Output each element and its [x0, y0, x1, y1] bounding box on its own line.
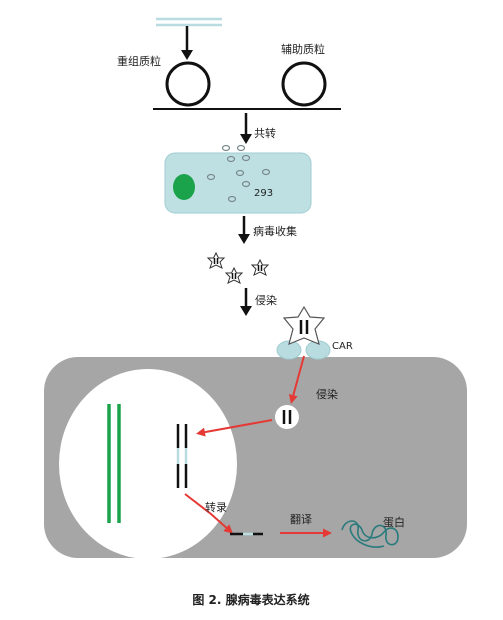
down-arrow-icon: [240, 288, 252, 316]
infection-label-1: 侵染: [255, 293, 277, 307]
down-arrow-icon: [240, 113, 252, 144]
down-arrow-icon: [181, 26, 193, 60]
star-virion-icon: [282, 305, 326, 346]
protein-coil: [341, 520, 399, 548]
recombinant-plasmid-label: 重组质粒: [117, 54, 161, 68]
star-virion-icon: [206, 251, 226, 269]
car-receptor: [276, 340, 331, 360]
helper-plasmid-label: 辅助质粒: [281, 42, 325, 56]
infection-arrow: [288, 355, 305, 404]
protein-label: 蛋白: [383, 515, 405, 529]
cell-line-label: 293: [254, 188, 273, 199]
host-chromosome: [107, 404, 121, 523]
down-arrow-icon: [238, 216, 250, 244]
host-nucleus: [59, 369, 237, 559]
recombinant-plasmid-ring: [165, 61, 211, 107]
translation-label: 翻译: [290, 512, 312, 526]
producer-cell: [164, 152, 312, 214]
nuclear-entry-arrow: [196, 419, 273, 437]
transcription-label: 转录: [205, 500, 227, 514]
producer-cell-nucleus: [173, 174, 195, 200]
plasmid-particles: [206, 144, 271, 203]
endocytosed-virus-vesicle: [275, 405, 299, 429]
infection-label-2: 侵染: [316, 387, 338, 401]
viral-genome-in-nucleus: [176, 424, 188, 488]
figure-caption: 图 2. 腺病毒表达系统: [192, 592, 309, 607]
cotransfection-label: 共转: [254, 126, 276, 140]
transcription-arrow: [184, 493, 233, 534]
linear-dna-fragment: [156, 17, 222, 27]
car-receptor-label: CAR: [332, 341, 353, 352]
star-virion-icon: [224, 266, 244, 284]
virus-collection-label: 病毒收集: [253, 224, 297, 238]
helper-plasmid-ring: [281, 61, 327, 107]
virion-group: [206, 251, 270, 284]
star-virion-icon: [250, 258, 270, 276]
